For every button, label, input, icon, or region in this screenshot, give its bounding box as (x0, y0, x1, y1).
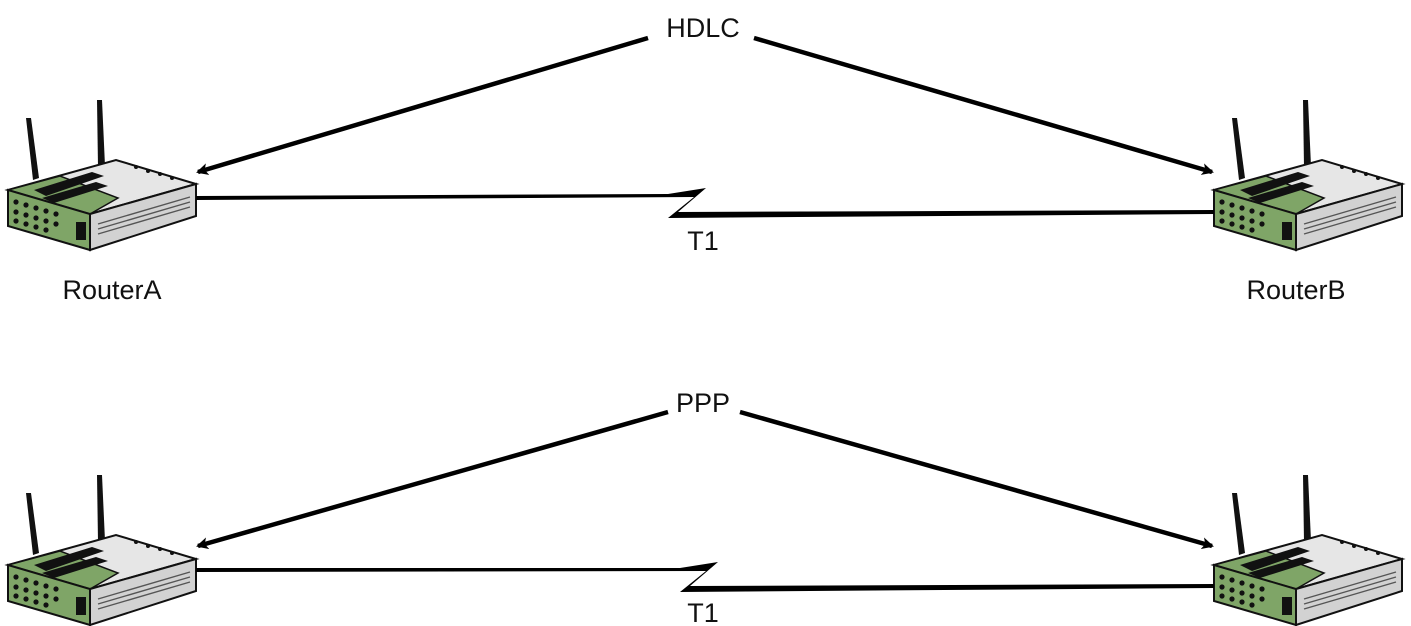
router-a-label: RouterA (62, 275, 161, 305)
link-label: T1 (687, 598, 719, 626)
router-icon (7, 99, 197, 251)
diagram-bottom: PPP T1 (7, 388, 1403, 626)
router-icon (1213, 99, 1403, 251)
link-label: T1 (687, 226, 719, 256)
arrow-icon (196, 409, 669, 550)
arrow-icon (753, 35, 1214, 175)
protocol-label: HDLC (666, 13, 740, 43)
arrow-icon (739, 409, 1214, 550)
serial-link-icon (196, 188, 1214, 218)
arrow-icon (196, 35, 649, 175)
router-icon (1213, 474, 1403, 626)
diagram-top: HDLC T1 RouterA RouterB (7, 13, 1403, 305)
protocol-label: PPP (676, 388, 730, 418)
router-b-label: RouterB (1246, 275, 1345, 305)
serial-link-icon (196, 562, 1214, 592)
router-icon (7, 474, 197, 626)
